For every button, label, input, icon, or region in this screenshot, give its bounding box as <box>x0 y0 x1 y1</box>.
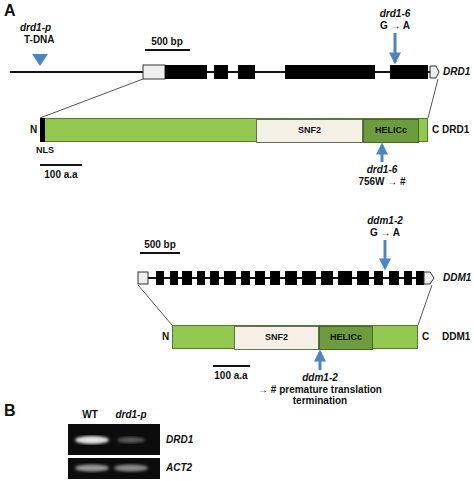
utr-box <box>138 272 148 284</box>
drd1-gene-model <box>10 65 439 79</box>
gene-name: DRD1 <box>443 66 470 77</box>
snf2-domain: SNF2 <box>256 119 363 143</box>
exon-box <box>374 271 383 285</box>
exon-box <box>416 271 424 285</box>
domain-label: NLS <box>36 146 54 156</box>
lane-label: drd1-p <box>115 409 146 420</box>
helicc-domain: HELICc <box>319 326 373 350</box>
exon-box <box>170 271 178 285</box>
scale-bar <box>213 365 250 367</box>
mutation-label: 756W → # <box>358 176 405 187</box>
scale-label: 100 a.a <box>44 169 77 180</box>
gel-image <box>68 424 160 455</box>
exon-box <box>182 271 192 285</box>
scale-bar <box>40 164 82 166</box>
exon-box <box>255 271 265 285</box>
exon-box <box>241 271 250 285</box>
exon-box <box>285 271 297 285</box>
helicc-domain: HELICc <box>363 119 419 143</box>
ddm1-gene-model <box>138 271 434 285</box>
protein-name: DDM1 <box>442 331 470 342</box>
snf2-domain: SNF2 <box>234 326 319 350</box>
gel-band <box>75 465 109 472</box>
insertion-label: T-DNA <box>24 34 55 45</box>
terminus-label: N <box>162 331 169 342</box>
terminus-label: C <box>422 331 429 342</box>
scale-label: 100 a.a <box>214 370 247 381</box>
gel-band <box>117 437 145 443</box>
gel-band <box>75 436 109 444</box>
domain-name: SNF2 <box>257 126 362 136</box>
scale-label: 500 bp <box>151 36 183 47</box>
mutation-arrow <box>394 33 397 62</box>
tdna-triangle <box>32 54 48 66</box>
exon-box <box>224 271 236 285</box>
domain-name: HELICc <box>320 333 372 343</box>
panel-letter: B <box>4 402 16 420</box>
protein-name: DRD1 <box>442 124 469 135</box>
exon-box <box>389 271 399 285</box>
zoom-line <box>138 285 172 325</box>
mutation-arrow <box>384 240 387 268</box>
exon-box <box>302 271 316 285</box>
gene-line <box>10 71 438 73</box>
exon-box <box>197 271 205 285</box>
panel-letter: A <box>4 2 16 20</box>
lane-label: WT <box>82 409 98 420</box>
allele-name: drd1-6 <box>380 8 411 19</box>
gene-name: DDM1 <box>443 272 471 283</box>
protein-bar: DRD1SNF2HELICc <box>40 118 428 142</box>
exon-box <box>210 271 219 285</box>
exon-box <box>238 65 255 79</box>
gel-image <box>68 458 160 479</box>
scale-bar <box>140 252 180 254</box>
allele-name: drd1-p <box>20 22 51 33</box>
utr-box <box>424 272 434 284</box>
gel-band <box>114 465 148 472</box>
zoom-line <box>428 79 438 118</box>
terminus-label: C <box>432 124 439 135</box>
domain-name: HELICc <box>364 126 418 136</box>
exon-box <box>321 271 333 285</box>
utr-box <box>430 66 439 78</box>
domain-name: SNF2 <box>235 333 318 343</box>
zoom-line <box>40 79 143 118</box>
allele-name: ddm1-2 <box>367 215 403 226</box>
mutation-arrow <box>381 145 384 162</box>
scale-bar <box>145 49 190 51</box>
protein-bar: DDM1SNF2HELICc <box>172 325 418 349</box>
zoom-line <box>418 285 432 325</box>
terminus-label: N <box>30 124 37 135</box>
exon-box <box>156 271 164 285</box>
exon-box <box>214 65 228 79</box>
exon-box <box>390 65 428 79</box>
mutation-arrow <box>319 352 322 370</box>
mutation-label: G → A <box>380 20 410 31</box>
exon-box <box>285 65 375 79</box>
gene-line <box>138 277 432 279</box>
exon-box <box>404 271 412 285</box>
allele-name: ddm1-2 <box>302 372 338 383</box>
utr-box <box>143 65 165 79</box>
mutation-label: G → A <box>370 227 400 238</box>
exon-box <box>357 271 369 285</box>
exon-box <box>338 271 352 285</box>
allele-name: drd1-6 <box>367 164 398 175</box>
exon-box <box>270 271 280 285</box>
gene-name: DRD1 <box>166 434 193 445</box>
gene-name: ACT2 <box>166 462 192 473</box>
exon-box <box>165 65 207 79</box>
mutation-label: → # premature translation termination <box>257 384 383 406</box>
scale-label: 500 bp <box>144 239 176 250</box>
